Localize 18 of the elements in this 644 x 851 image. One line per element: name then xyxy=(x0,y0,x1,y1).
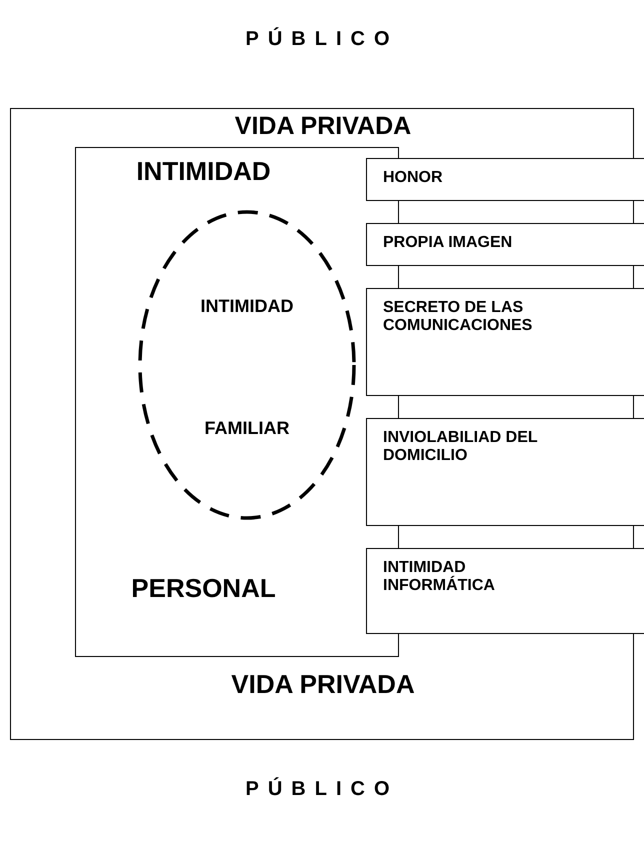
category-box xyxy=(366,548,644,634)
category-box xyxy=(366,158,644,201)
category-label: INTIMIDAD INFORMÁTICA xyxy=(383,559,496,595)
category-box xyxy=(366,288,644,396)
ellipse-label: FAMILIAR xyxy=(204,418,290,439)
category-label: SECRETO DE LAS COMUNICACIONES xyxy=(383,299,534,335)
region-title: VIDA PRIVADA xyxy=(234,112,412,141)
outer-zone-label: PÚBLICO xyxy=(244,28,400,51)
category-box xyxy=(366,418,644,526)
outer-zone-label: PÚBLICO xyxy=(244,778,400,801)
ellipse-label: INTIMIDAD xyxy=(200,296,294,317)
region-title: INTIMIDAD xyxy=(135,156,272,187)
region-title: VIDA PRIVADA xyxy=(230,669,416,700)
category-label: HONOR xyxy=(383,169,444,187)
region-title: PERSONAL xyxy=(130,573,277,604)
category-label: PROPIA IMAGEN xyxy=(383,234,514,252)
category-label: INVIOLABILIAD DEL DOMICILIO xyxy=(383,429,538,465)
category-box xyxy=(366,223,644,266)
